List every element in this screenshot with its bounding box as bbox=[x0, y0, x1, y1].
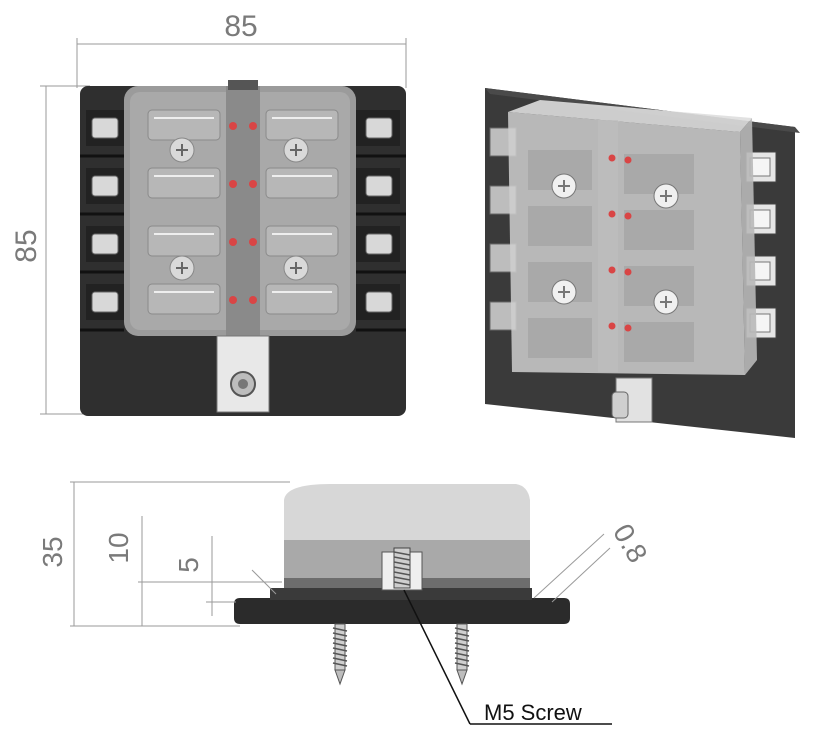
left-terminal bbox=[91, 175, 119, 197]
right-terminals bbox=[356, 110, 406, 332]
dim-5-label: 5 bbox=[173, 557, 204, 573]
right-terminal bbox=[365, 175, 393, 197]
right-terminal bbox=[365, 117, 393, 139]
cover-screw-cross bbox=[290, 262, 302, 274]
thickness-label: 0.8 bbox=[607, 519, 653, 568]
thickness-leader-2 bbox=[551, 547, 611, 603]
mounting-screw-thread bbox=[332, 637, 348, 642]
m5-thread-line bbox=[393, 561, 411, 566]
m5-screw-label: M5 Screw bbox=[484, 700, 582, 725]
mounting-screw-thread bbox=[454, 642, 470, 647]
mounting-screw-thread bbox=[454, 652, 470, 657]
m5-thread-line bbox=[393, 576, 411, 581]
fuse-right bbox=[265, 109, 339, 141]
perspective-led-left bbox=[608, 154, 616, 162]
mounting-screw-thread bbox=[332, 657, 348, 662]
perspective-fuse-left bbox=[528, 206, 592, 246]
mounting-screw-thread bbox=[332, 647, 348, 652]
side-base-plate bbox=[234, 598, 570, 624]
mounting-screw-thread bbox=[454, 637, 470, 642]
width-label: 85 bbox=[224, 10, 257, 43]
cover-screw-cross bbox=[176, 144, 188, 156]
right-terminal bbox=[365, 233, 393, 255]
perspective-led-left bbox=[608, 210, 616, 218]
mounting-screw-thread bbox=[454, 647, 470, 652]
mounting-screw-tip-left bbox=[334, 669, 346, 686]
side-cover-top bbox=[284, 484, 530, 540]
fuse-left bbox=[147, 225, 221, 257]
mounting-screw-thread bbox=[454, 632, 470, 637]
side-view: 35 10 5 0.8 M5 Screw bbox=[37, 481, 653, 725]
perspective-cover-side bbox=[740, 118, 757, 375]
perspective-screw-cross bbox=[660, 190, 672, 202]
fuse-right bbox=[265, 283, 339, 315]
cover-screw-cross bbox=[290, 144, 302, 156]
led-indicator-left bbox=[229, 122, 237, 130]
perspective-fuse-right bbox=[624, 210, 694, 250]
side-base-step bbox=[270, 588, 532, 600]
fuse-slots bbox=[147, 109, 339, 315]
m5-thread-line bbox=[393, 581, 411, 586]
left-terminal bbox=[91, 291, 119, 313]
ground-nut-hole bbox=[238, 379, 248, 389]
m5-thread-line bbox=[393, 551, 411, 556]
perspective-screw-cross bbox=[558, 180, 570, 192]
right-terminal bbox=[365, 291, 393, 313]
left-thickness-leader bbox=[251, 569, 277, 595]
perspective-fuse-right bbox=[624, 322, 694, 362]
perspective-view bbox=[485, 88, 800, 438]
left-terminal bbox=[91, 117, 119, 139]
perspective-led-right bbox=[624, 212, 632, 220]
m5-thread-line bbox=[393, 571, 411, 576]
fuse-right bbox=[265, 167, 339, 199]
perspective-led-right bbox=[624, 156, 632, 164]
led-indicator-right bbox=[249, 296, 257, 304]
mounting-screw-thread bbox=[332, 632, 348, 637]
m5-thread-line bbox=[393, 566, 411, 571]
left-terminals bbox=[80, 110, 124, 332]
perspective-cover-top bbox=[508, 100, 752, 132]
height-label: 85 bbox=[10, 229, 43, 262]
led-indicator-right bbox=[249, 238, 257, 246]
fuse-right bbox=[265, 225, 339, 257]
mounting-screws bbox=[332, 623, 470, 686]
dim-35-label: 35 bbox=[37, 536, 68, 567]
fuse-left bbox=[147, 283, 221, 315]
perspective-stud bbox=[611, 391, 629, 419]
mounting-screw-thread bbox=[332, 642, 348, 647]
perspective-fuse-left bbox=[528, 318, 592, 358]
thickness-leader bbox=[533, 533, 605, 599]
cover-top-clip bbox=[228, 80, 258, 90]
mounting-screw-thread bbox=[332, 662, 348, 667]
led-indicator-left bbox=[229, 296, 237, 304]
front-view: 85 85 bbox=[10, 10, 407, 416]
mounting-screw-tip-right bbox=[456, 669, 468, 686]
perspective-screw-cross bbox=[558, 286, 570, 298]
perspective-led-right bbox=[624, 268, 632, 276]
mounting-screw-thread bbox=[332, 627, 348, 632]
mounting-screw-thread bbox=[454, 657, 470, 662]
cover-screw-cross bbox=[176, 262, 188, 274]
perspective-cover-spine bbox=[598, 120, 618, 372]
mounting-screw-thread bbox=[454, 662, 470, 667]
perspective-fuses bbox=[528, 150, 694, 362]
fuse-left bbox=[147, 167, 221, 199]
led-indicator-right bbox=[249, 122, 257, 130]
perspective-led-right bbox=[624, 324, 632, 332]
mounting-screw-thread bbox=[454, 627, 470, 632]
perspective-led-left bbox=[608, 266, 616, 274]
callout-leader bbox=[403, 589, 471, 725]
led-indicator-right bbox=[249, 180, 257, 188]
led-indicator-left bbox=[229, 238, 237, 246]
mounting-screw-thread bbox=[332, 652, 348, 657]
m5-thread-line bbox=[393, 556, 411, 561]
perspective-led-left bbox=[608, 322, 616, 330]
dim-10-label: 10 bbox=[103, 532, 134, 563]
fuse-left bbox=[147, 109, 221, 141]
led-indicator-left bbox=[229, 180, 237, 188]
perspective-screw-cross bbox=[660, 296, 672, 308]
m5-screw-threads bbox=[393, 551, 411, 586]
left-terminal bbox=[91, 233, 119, 255]
